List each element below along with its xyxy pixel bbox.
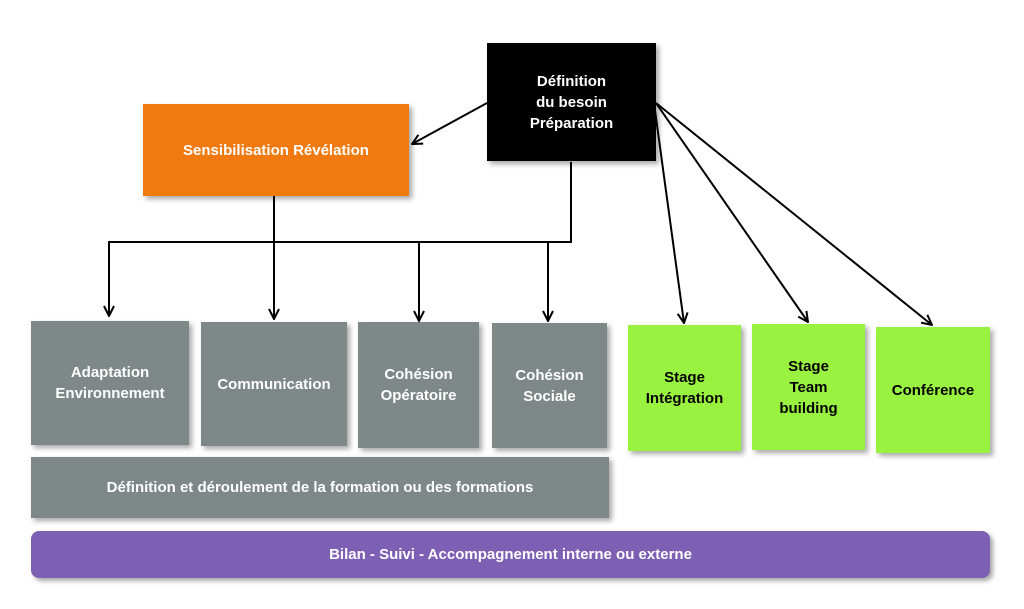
conference-box: Conférence [876,327,990,453]
bilan-label: Bilan - Suivi - Accompagnement interne o… [329,546,692,563]
cohesion-operatoire-label: Cohésion Opératoire [380,366,457,404]
bilan-bar: Bilan - Suivi - Accompagnement interne o… [31,531,990,578]
definition-label: Définition du besoin Préparation [529,72,614,132]
connector-definition-bracket [109,162,572,316]
arrow-to-stage-team [655,102,808,322]
formation-bar: Définition et déroulement de la formatio… [31,457,609,518]
cohesion-sociale-box: Cohésion Sociale [492,323,607,448]
stage-team-building-label: Stage Team building [779,357,838,417]
stage-integration-label: Stage Intégration [645,369,724,407]
cohesion-operatoire-box: Cohésion Opératoire [358,322,479,448]
stage-integration-box: Stage Intégration [628,325,741,451]
adaptation-label: Adaptation Environnement [55,364,165,402]
conference-label: Conférence [891,381,975,399]
sensibilisation-label: Sensibilisation Révélation [183,141,369,159]
sensibilisation-box: Sensibilisation Révélation [143,104,409,196]
arrow-to-conference [655,102,932,325]
cohesion-sociale-label: Cohésion Sociale [515,366,584,405]
communication-box: Communication [201,322,347,446]
arrow-definition-to-sensibilisation [412,102,488,144]
arrow-to-stage-integration [653,102,684,323]
definition-box: Définition du besoin Préparation [487,43,656,161]
stage-team-building-box: Stage Team building [752,324,865,450]
formation-label: Définition et déroulement de la formatio… [106,479,534,496]
communication-label: Communication [217,375,331,393]
adaptation-box: Adaptation Environnement [31,321,189,445]
